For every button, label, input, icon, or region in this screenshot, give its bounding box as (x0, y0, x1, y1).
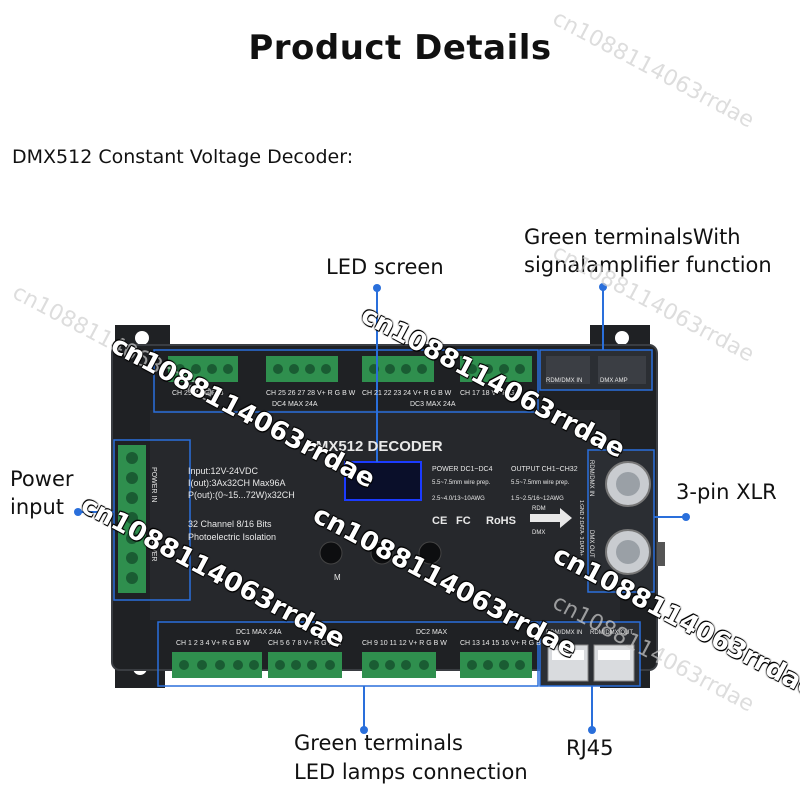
bottom-label-2: CH 5 6 7 8 V+ R G B W (268, 640, 342, 647)
output-wire-1: 5.5~7.5mm wire prep. (511, 480, 570, 486)
rdm-dmx-arrow-icon (530, 508, 572, 528)
bottom-label-4: CH 13 14 15 16 V+ R G B W (460, 640, 550, 647)
power-wire-1: 5.5~7.5mm wire prep. (432, 480, 491, 486)
rj45-in-label: RDM/DMX IN (546, 630, 582, 636)
rdm-label: RDM (532, 506, 546, 512)
top-label-3: CH 21 22 23 24 V+ R G B W (362, 390, 452, 397)
callout-led-screen: LED screen (326, 255, 444, 279)
signal-rdm-dmx-in-label: RDM/DMX IN (546, 378, 582, 384)
top-label-1: CH 29 V+ G R B (172, 390, 224, 397)
channels-label: 32 Channel 8/16 Bits (188, 519, 272, 529)
cert-ce: CE (432, 515, 447, 527)
callout-green-terminals-bottom-2: LED lamps connection (294, 760, 528, 784)
callout-lines (78, 287, 686, 730)
callout-power-input-1: Power (10, 467, 74, 491)
callout-green-terminals-top-2: signalamplifier function (524, 253, 772, 277)
bottom-label-3: CH 9 10 11 12 V+ R G B W (362, 640, 447, 647)
page-subtitle: DMX512 Constant Voltage Decoder: (12, 146, 354, 168)
callout-power-input-2: input (10, 495, 65, 519)
spec-line-1: Input:12V-24VDC (188, 466, 259, 476)
power-wire-title: POWER DC1~DC4 (432, 466, 493, 473)
power-in-highlight (113, 439, 191, 601)
button-label: M (334, 573, 341, 582)
power-wire-2: 2.5~4.0/13~10AWG (432, 496, 485, 502)
button-left (319, 541, 343, 565)
led-screen (344, 461, 422, 501)
top-terminal-highlight (153, 349, 539, 413)
power-in-label: POWER IN (150, 467, 157, 502)
page-title: Product Details (248, 28, 552, 68)
power-label: POWER (150, 535, 157, 561)
callout-green-terminals-bottom-1: Green terminals (294, 731, 463, 755)
spec-line-2: I(out):3Ax32CH Max96A (188, 478, 286, 488)
top-terminal-blocks (168, 356, 532, 382)
button-right (418, 541, 442, 565)
bottom-terminal-blocks (172, 652, 532, 678)
top-max-1: DC4 MAX 24A (272, 401, 318, 408)
spec-line-3: P(out):(0~15...72W)x32CH (188, 490, 295, 500)
callout-rj45: RJ45 (566, 736, 614, 760)
isolation-label: Photoelectric Isolation (188, 532, 276, 542)
dmx-label: DMX (532, 530, 545, 536)
rj45-out-label: RDM/DMX OUT (590, 630, 633, 636)
top-label-4: CH 17 18 V+ R G (460, 390, 515, 397)
button-mid (370, 541, 394, 565)
bottom-max-1: DC1 MAX 24A (236, 629, 282, 636)
dmx-amp-label: DMX AMP (600, 378, 628, 384)
xlr-pins-label: 1:GND 2:DATA- 3:DATA+ (578, 500, 584, 556)
output-wire-title: OUTPUT CH1~CH32 (511, 466, 578, 473)
xlr-in-label: RDM/DMX IN (588, 460, 594, 496)
top-label-2: CH 25 26 27 28 V+ R G B W (266, 390, 356, 397)
cert-rohs: RoHS (486, 515, 516, 527)
cert-fc: FC (456, 515, 471, 527)
device-name: DMX512 DECODER (305, 438, 443, 455)
top-max-2: DC3 MAX 24A (410, 401, 456, 408)
output-wire-2: 1.5~2.5/16~12AWG (511, 496, 564, 502)
bottom-label-1: CH 1 2 3 4 V+ R G B W (176, 640, 250, 647)
xlr-out-label: DMX OUT (588, 530, 594, 558)
bottom-max-2: DC2 MAX (416, 629, 447, 636)
callout-xlr: 3-pin XLR (676, 480, 777, 504)
bottom-terminal-highlight (157, 621, 539, 687)
callout-green-terminals-top-1: Green terminalsWith (524, 225, 741, 249)
